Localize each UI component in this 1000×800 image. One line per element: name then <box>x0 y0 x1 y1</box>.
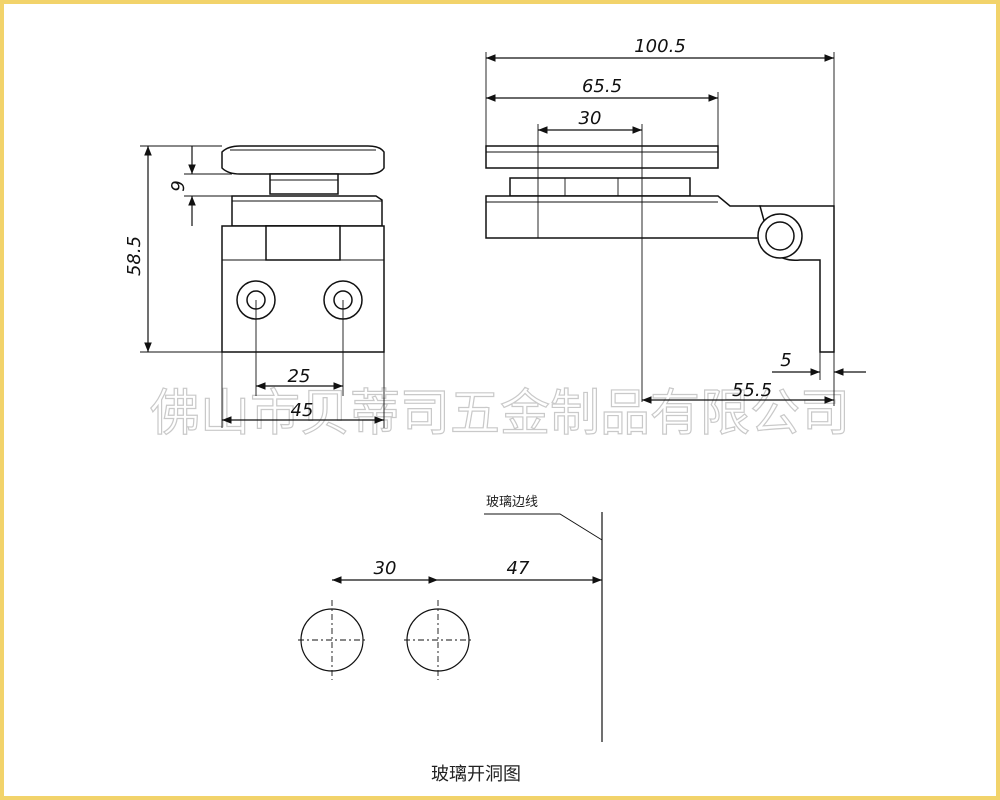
dim-hole-spacing-front: 25 <box>288 366 311 387</box>
dim-inner-spacing: 30 <box>579 108 602 129</box>
top-clamp-plate <box>221 145 385 175</box>
lower-clamp-plate <box>231 195 383 227</box>
dim-pivot-offset: 55.5 <box>732 380 772 401</box>
glass-edge-leader <box>484 513 603 541</box>
dim-overall-height: 58.5 <box>124 236 145 276</box>
watermark-text: 佛山市贝蒂司五金制品有限公司 <box>150 384 850 442</box>
dim-plate-length: 65.5 <box>582 76 622 97</box>
glass-hole-template: 玻璃边线 30 47 玻璃开洞图 <box>298 495 603 785</box>
dim-offset-small: 5 <box>780 350 791 371</box>
side-top-plate <box>485 145 719 169</box>
dim-overall-length: 100.5 <box>634 36 686 57</box>
side-view: 100.5 65.5 30 5 55.5 <box>485 36 866 406</box>
dim-template-hole-spacing: 30 <box>374 558 397 579</box>
side-spacer <box>509 177 691 197</box>
glass-edge-label: 玻璃边线 <box>486 495 538 510</box>
dim-template-edge-distance: 47 <box>507 558 530 579</box>
dim-body-width: 45 <box>291 400 314 421</box>
dim-gap: 9 <box>168 180 189 191</box>
template-caption: 玻璃开洞图 <box>431 764 521 785</box>
spacer-block <box>269 173 339 195</box>
front-view: 58.5 9 25 45 <box>124 145 385 428</box>
pivot-pin-icon <box>765 221 795 251</box>
